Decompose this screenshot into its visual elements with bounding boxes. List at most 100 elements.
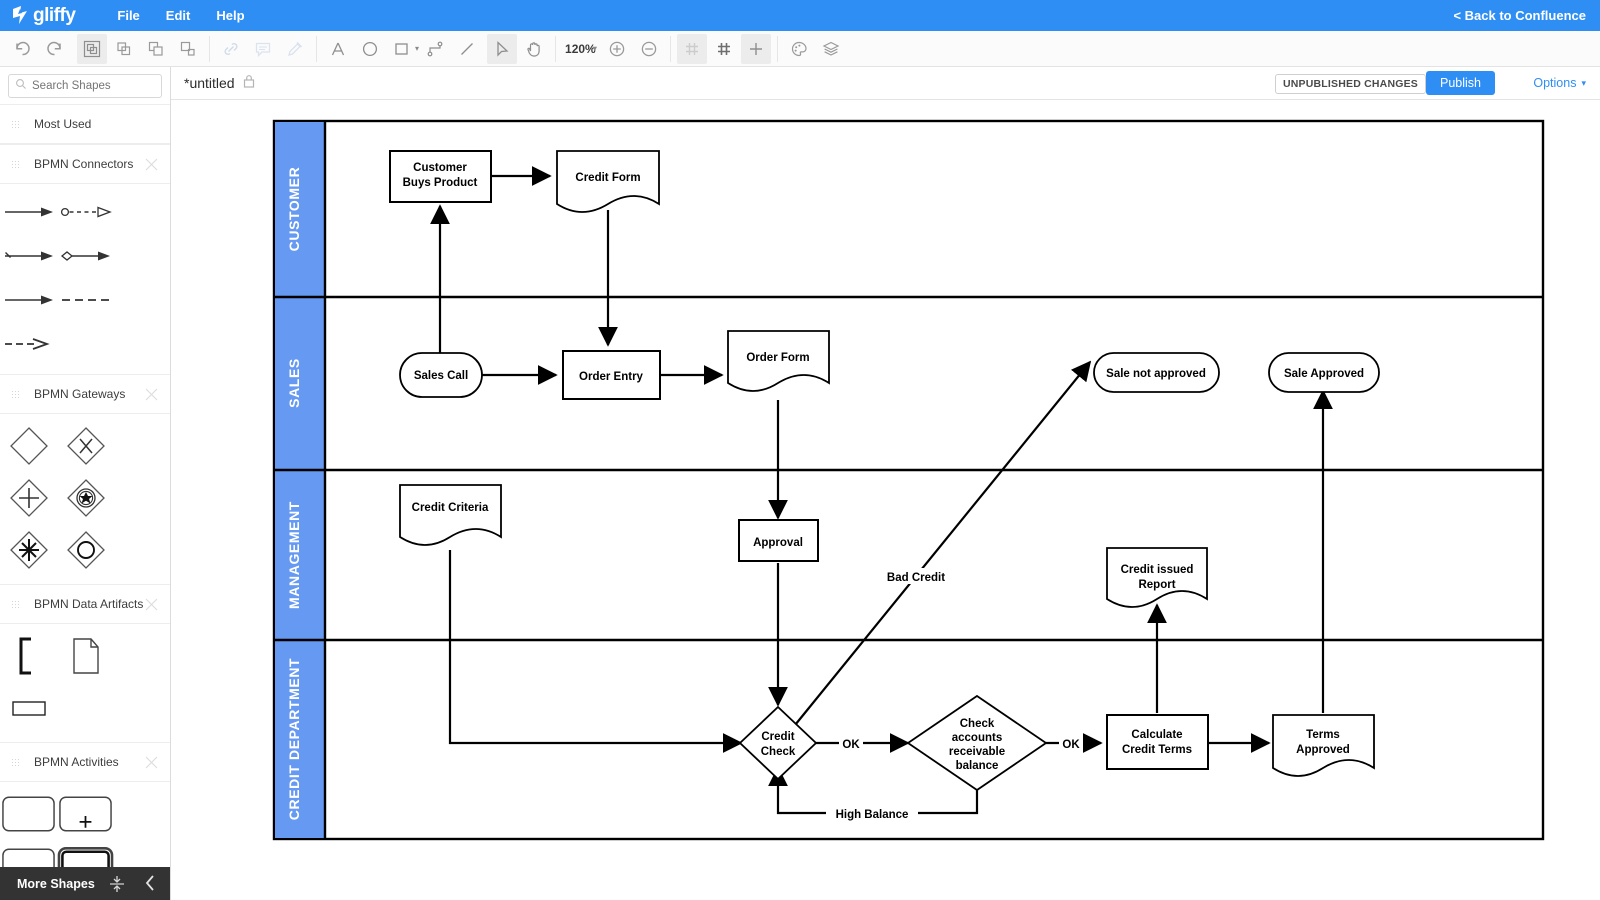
document-title[interactable]: *untitled (184, 75, 235, 91)
options-label: Options (1533, 76, 1577, 90)
shape-data-store[interactable] (0, 682, 57, 734)
shape-conditional-flow[interactable] (57, 234, 114, 278)
menu-help[interactable]: Help (216, 8, 245, 23)
gliffy-logo[interactable]: gliffy (10, 5, 76, 27)
undo-icon[interactable] (7, 34, 37, 64)
node-credit-check[interactable]: Credit Check (738, 705, 818, 781)
shape-gateway-exclusive-x[interactable] (57, 420, 114, 472)
node-check-ar-balance[interactable]: Check accounts receivable balance (906, 694, 1048, 792)
node-label-line-1: Credit issued (1121, 564, 1194, 576)
shape-gateway-parallel[interactable] (0, 472, 57, 524)
shape-task[interactable] (0, 788, 57, 840)
lane-label-sales: SALES (286, 358, 302, 408)
edge-label-ok-1: OK (842, 739, 860, 751)
unpublished-changes-badge[interactable]: UNPUBLISHED CHANGES (1274, 74, 1426, 94)
node-approval[interactable]: Approval (738, 519, 819, 562)
node-label-line-2: Buys Product (403, 177, 478, 189)
zoom-in-icon[interactable] (602, 34, 632, 64)
shape-dashed-arrow[interactable] (0, 322, 57, 366)
lane-credit-department[interactable]: CREDIT DEPARTMENT (273, 639, 326, 840)
rectangle-dropdown-caret-icon[interactable]: ▾ (415, 44, 420, 53)
edge-label-bad-credit: Bad Credit (887, 572, 945, 584)
draw-group: ▾ (322, 31, 483, 67)
lock-icon[interactable] (243, 74, 255, 93)
menu-file[interactable]: File (117, 8, 140, 23)
select-pointer-icon[interactable] (487, 33, 518, 64)
rectangle-icon[interactable] (387, 34, 417, 64)
back-to-confluence-link[interactable]: < Back to Confluence (1453, 8, 1586, 23)
line-icon[interactable] (452, 34, 482, 64)
menu-edit[interactable]: Edit (165, 8, 191, 23)
node-label-line-2: Report (1138, 579, 1175, 591)
zoom-out-icon[interactable] (634, 34, 664, 64)
collapse-panel-icon[interactable] (143, 874, 157, 897)
eyedropper-icon[interactable] (280, 34, 310, 64)
node-terms-approved[interactable]: Terms Approved (1272, 714, 1375, 777)
more-shapes-bar[interactable]: More Shapes (0, 867, 170, 900)
section-header-bpmn-activities[interactable]: BPMN Activities (0, 742, 170, 782)
node-sales-call[interactable]: Sales Call (399, 352, 483, 398)
zoom-level-selector[interactable]: 120% ▾ (561, 42, 601, 56)
shape-dashed-line[interactable] (57, 278, 114, 322)
expand-collapse-icon[interactable] (108, 875, 126, 898)
search-input[interactable] (32, 79, 155, 92)
search-input-wrapper[interactable] (8, 73, 162, 98)
node-sale-not-approved[interactable]: Sale not approved (1093, 352, 1220, 393)
section-header-bpmn-connectors[interactable]: BPMN Connectors (0, 144, 170, 184)
shape-data-object[interactable] (57, 630, 114, 682)
bring-to-front-icon[interactable] (141, 34, 171, 64)
node-calculate-credit-terms[interactable]: Calculate Credit Terms (1106, 714, 1209, 770)
ungroup-icon[interactable] (109, 34, 139, 64)
node-label-line-1: Calculate (1131, 729, 1182, 741)
snap-grid-icon[interactable] (676, 33, 707, 64)
options-menu-button[interactable]: Options ▾ (1533, 76, 1586, 90)
link-icon[interactable] (216, 34, 246, 64)
elbow-connector-icon[interactable] (420, 34, 450, 64)
shape-plain-arrow[interactable] (0, 278, 57, 322)
comment-icon[interactable] (248, 34, 278, 64)
lane-sales[interactable]: SALES (273, 296, 326, 471)
hand-pan-icon[interactable] (519, 34, 549, 64)
publish-button[interactable]: Publish (1426, 71, 1495, 95)
layers-icon[interactable] (816, 34, 846, 64)
shape-sequence-flow[interactable] (0, 190, 57, 234)
group-icon[interactable] (77, 33, 107, 64)
section-title: BPMN Connectors (34, 157, 134, 171)
show-grid-icon[interactable] (709, 34, 739, 64)
close-icon[interactable] (145, 598, 158, 611)
node-customer-buys-product[interactable]: Customer Buys Product (389, 150, 492, 203)
shape-gateway-event-based[interactable] (57, 472, 114, 524)
close-icon[interactable] (145, 158, 158, 171)
theme-palette-icon[interactable] (784, 34, 814, 64)
node-credit-issued-report[interactable]: Credit issued Report (1106, 547, 1208, 608)
lane-customer[interactable]: CUSTOMER (273, 120, 326, 298)
redo-icon[interactable] (39, 34, 69, 64)
node-credit-form[interactable]: Credit Form (556, 150, 660, 213)
section-header-bpmn-data-artifacts[interactable]: BPMN Data Artifacts (0, 584, 170, 624)
node-order-form[interactable]: Order Form (727, 330, 830, 392)
send-to-back-icon[interactable] (173, 34, 203, 64)
section-header-bpmn-gateways[interactable]: BPMN Gateways (0, 374, 170, 414)
diagram-canvas[interactable]: CUSTOMER SALES MANAGEMENT CREDIT DEPARTM… (171, 100, 1600, 900)
close-icon[interactable] (145, 388, 158, 401)
shape-gateway-complex[interactable] (0, 524, 57, 576)
shape-message-flow[interactable] (57, 190, 114, 234)
shape-group-bracket[interactable] (0, 630, 57, 682)
node-credit-criteria[interactable]: Credit Criteria (399, 484, 502, 546)
node-sale-approved[interactable]: Sale Approved (1268, 352, 1380, 393)
guides-icon[interactable] (740, 33, 771, 64)
edge-credit-criteria-to-credit-check[interactable] (448, 550, 743, 753)
edge-bad-credit[interactable] (790, 360, 1092, 731)
node-label: Approval (753, 537, 803, 549)
section-header-most-used[interactable]: Most Used (0, 104, 170, 144)
text-icon[interactable] (323, 34, 353, 64)
shape-default-flow[interactable] (0, 234, 57, 278)
shape-sub-process[interactable] (57, 788, 114, 840)
lane-management[interactable]: MANAGEMENT (273, 469, 326, 641)
shape-gateway-inclusive[interactable] (57, 524, 114, 576)
close-icon[interactable] (145, 756, 158, 769)
shape-gateway-exclusive-plain[interactable] (0, 420, 57, 472)
node-order-entry[interactable]: Order Entry (562, 350, 661, 400)
node-label: Sales Call (414, 370, 468, 382)
ellipse-icon[interactable] (355, 34, 385, 64)
